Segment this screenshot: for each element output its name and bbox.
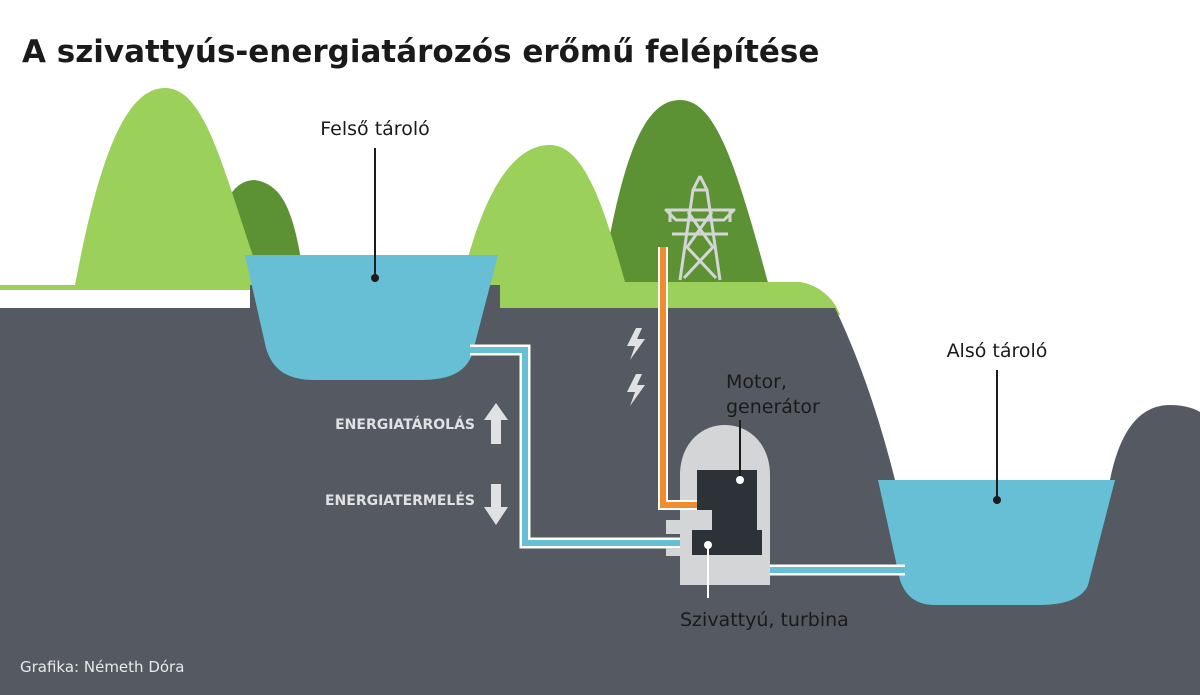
- motor-generator: [697, 470, 757, 510]
- shaft-block: [712, 510, 757, 532]
- down-arrow-icon: [484, 484, 508, 525]
- light-land-middle: [440, 145, 840, 315]
- credit-text: Grafika: Németh Dóra: [20, 658, 184, 676]
- upper-reservoir-water: [245, 255, 498, 380]
- motor-label-line1: Motor,: [726, 371, 787, 393]
- lower-reservoir-label: Alsó tároló: [947, 340, 1048, 362]
- light-hill-left: [0, 88, 265, 290]
- page-title: A szivattyús-energiatározós erőmű felépí…: [22, 34, 819, 70]
- dark-hill-right: [600, 100, 770, 290]
- underground: [0, 285, 1200, 695]
- motor-label-line2: generátor: [726, 396, 820, 418]
- up-arrow-icon: [484, 403, 508, 444]
- power-pylon-icon: [664, 175, 736, 281]
- lightning-bolt-icon: [627, 328, 645, 406]
- penstock-pipe-water: [470, 347, 700, 546]
- storage-label: ENERGIATÁROLÁS: [335, 416, 475, 433]
- generation-label: ENERGIATERMELÉS: [325, 492, 475, 509]
- pump-turbine: [692, 530, 762, 555]
- pump-turbine-label: Szivattyú, turbina: [680, 609, 849, 631]
- upper-reservoir-label: Felső tároló: [320, 118, 429, 140]
- motor-leader-dot: [736, 476, 744, 484]
- lower-reservoir-water: [878, 480, 1115, 605]
- lower-reservoir-leader-dot: [993, 496, 1001, 504]
- power-cable-core: [660, 247, 700, 508]
- pump-leader-dot: [704, 541, 712, 549]
- upper-reservoir-leader-dot: [371, 274, 379, 282]
- plant-inner-step-2: [666, 520, 700, 534]
